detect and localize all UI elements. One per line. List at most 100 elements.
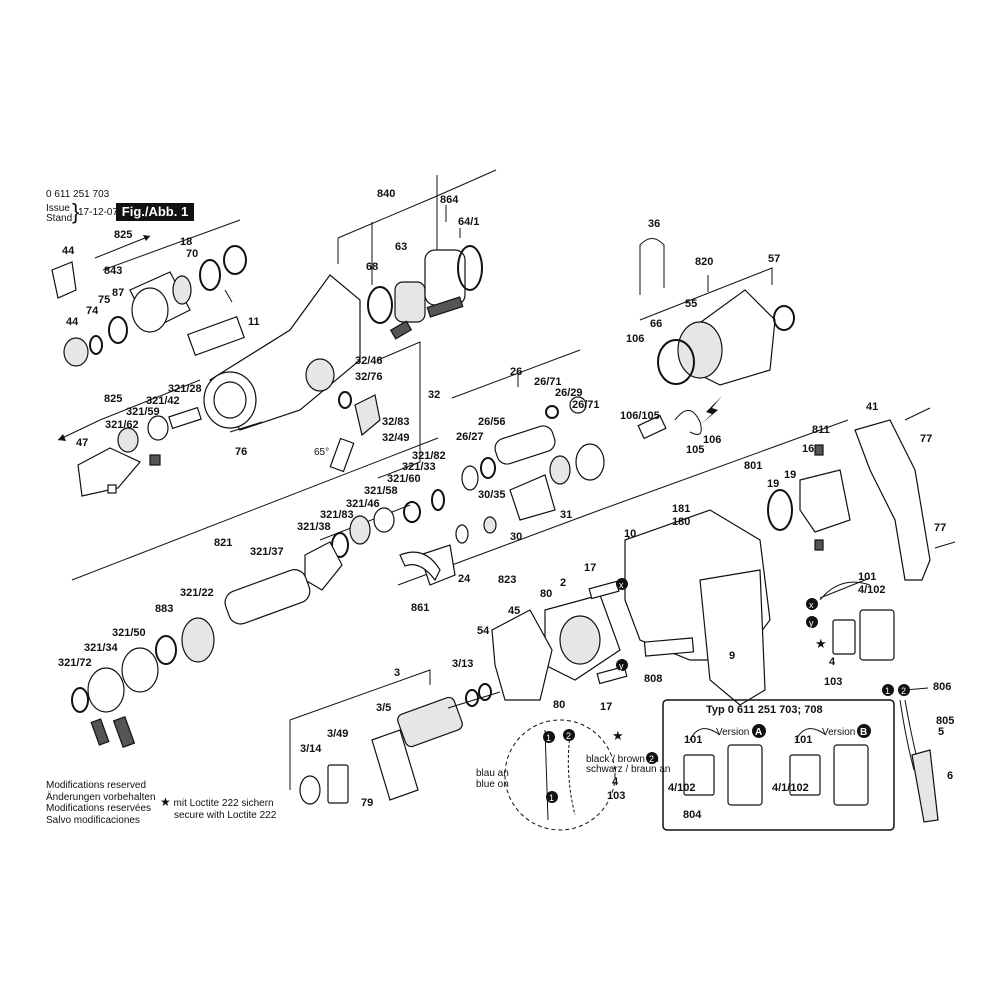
label-80a: 80 [540, 588, 552, 600]
document-number: 0 611 251 703 [46, 189, 110, 200]
label-76: 76 [235, 446, 247, 458]
marker-1-detail: 1 [546, 733, 551, 743]
loctite-note: ★ mit Loctite 222 sichern secure with Lo… [160, 795, 277, 821]
label-26: 26 [510, 366, 522, 378]
issue-date: 17-12-07 [78, 207, 119, 218]
label-801: 801 [744, 460, 762, 472]
label-883: 883 [155, 603, 173, 615]
label-321-22: 321/22 [180, 587, 214, 599]
label-19b: 19 [767, 478, 779, 490]
label-321-38: 321/38 [297, 521, 331, 533]
part-labels: 840 864 64/1 68 63 825 843 44 44 74 75 8… [58, 188, 954, 821]
label-3-5: 3/5 [376, 702, 391, 714]
marker-2-cable: 2 [901, 686, 906, 696]
label-321-60: 321/60 [387, 473, 421, 485]
label-79: 79 [361, 797, 373, 809]
label-825b: 825 [104, 393, 122, 405]
label-321-46: 321/46 [346, 498, 380, 510]
label-805: 805 [936, 715, 954, 727]
label-106b: 106 [703, 434, 721, 446]
label-18: 18 [180, 236, 192, 248]
label-26-29: 26/29 [555, 387, 583, 399]
label-820: 820 [695, 256, 713, 268]
label-806: 806 [933, 681, 951, 693]
star-icon-2: ★ [612, 729, 624, 744]
typ-label: Typ 0 611 251 703; 708 [706, 704, 823, 716]
label-57: 57 [768, 253, 780, 265]
marker-1-blue: 1 [549, 793, 554, 803]
version-b-label: Version [822, 727, 855, 738]
label-321-58: 321/58 [364, 485, 398, 497]
blau-an-label: blau an [476, 768, 509, 779]
marker-1-cable: 1 [885, 686, 890, 696]
label-26-56: 26/56 [478, 416, 506, 428]
label-3-49: 3/49 [327, 728, 348, 740]
label-321-33: 321/33 [402, 461, 436, 473]
stand-label: Stand [46, 213, 73, 224]
label-31: 31 [560, 509, 572, 521]
variant-box [662, 699, 895, 831]
label-32-83: 32/83 [382, 416, 410, 428]
label-54: 54 [477, 625, 490, 637]
label-32: 32 [428, 389, 440, 401]
label-77a: 77 [920, 433, 932, 445]
label-3-13: 3/13 [452, 658, 473, 670]
marker-2-black: 2 [649, 754, 654, 764]
brace-mark: } [72, 199, 80, 224]
label-70: 70 [186, 248, 198, 260]
label-32-76: 32/76 [355, 371, 383, 383]
marker-y-2: y [809, 618, 814, 628]
label-30-35: 30/35 [478, 489, 506, 501]
label-101c: 101 [794, 734, 812, 746]
label-5: 5 [938, 726, 944, 738]
brush-holder [767, 444, 851, 551]
version-a-badge: A [755, 727, 762, 738]
power-cable [899, 699, 939, 823]
label-36: 36 [648, 218, 660, 230]
issue-label: Issue [46, 203, 70, 214]
bearing-group [367, 245, 483, 340]
label-321-34: 321/34 [84, 642, 119, 654]
label-823: 823 [498, 574, 516, 586]
label-16: 16 [802, 443, 814, 455]
loctite-en: secure with Loctite 222 [174, 809, 277, 821]
hammer-housing [187, 274, 361, 431]
leader-lines [57, 169, 929, 790]
wiring-detail [504, 719, 616, 831]
label-77b: 77 [934, 522, 946, 534]
label-66: 66 [650, 318, 662, 330]
label-321-28: 321/28 [168, 383, 202, 395]
label-19a: 19 [784, 469, 796, 481]
motor-housing [624, 509, 771, 706]
label-103a: 103 [824, 676, 842, 688]
label-64-1: 64/1 [458, 216, 479, 228]
label-825a: 825 [114, 229, 132, 241]
black-brown-label: black / brown on [586, 754, 659, 765]
label-840: 840 [377, 188, 395, 200]
marker-x-1: x [619, 580, 624, 590]
label-861: 861 [411, 602, 429, 614]
selector-switch [229, 391, 381, 473]
label-804: 804 [683, 809, 702, 821]
label-808: 808 [644, 673, 662, 685]
version-b-badge: B [860, 727, 867, 738]
label-821: 821 [214, 537, 232, 549]
label-44a: 44 [62, 245, 75, 257]
label-26-71b: 26/71 [572, 399, 600, 411]
label-180: 180 [672, 516, 690, 528]
marker-y-1: y [619, 661, 624, 671]
spindle-group [71, 569, 311, 748]
label-74: 74 [86, 305, 99, 317]
label-63: 63 [395, 241, 407, 253]
impact-mechanism [461, 396, 605, 521]
label-321-42: 321/42 [146, 395, 180, 407]
label-17a: 17 [584, 562, 596, 574]
label-843: 843 [104, 265, 122, 277]
label-4b: 4 [612, 776, 619, 788]
label-11: 11 [248, 316, 260, 328]
label-106-105: 106/105 [620, 410, 660, 422]
side-handle [854, 407, 956, 581]
tool-holder [77, 406, 202, 497]
star-icon: ★ [160, 795, 171, 809]
modifications-note: Modifications reserved Änderungen vorbeh… [46, 780, 156, 826]
